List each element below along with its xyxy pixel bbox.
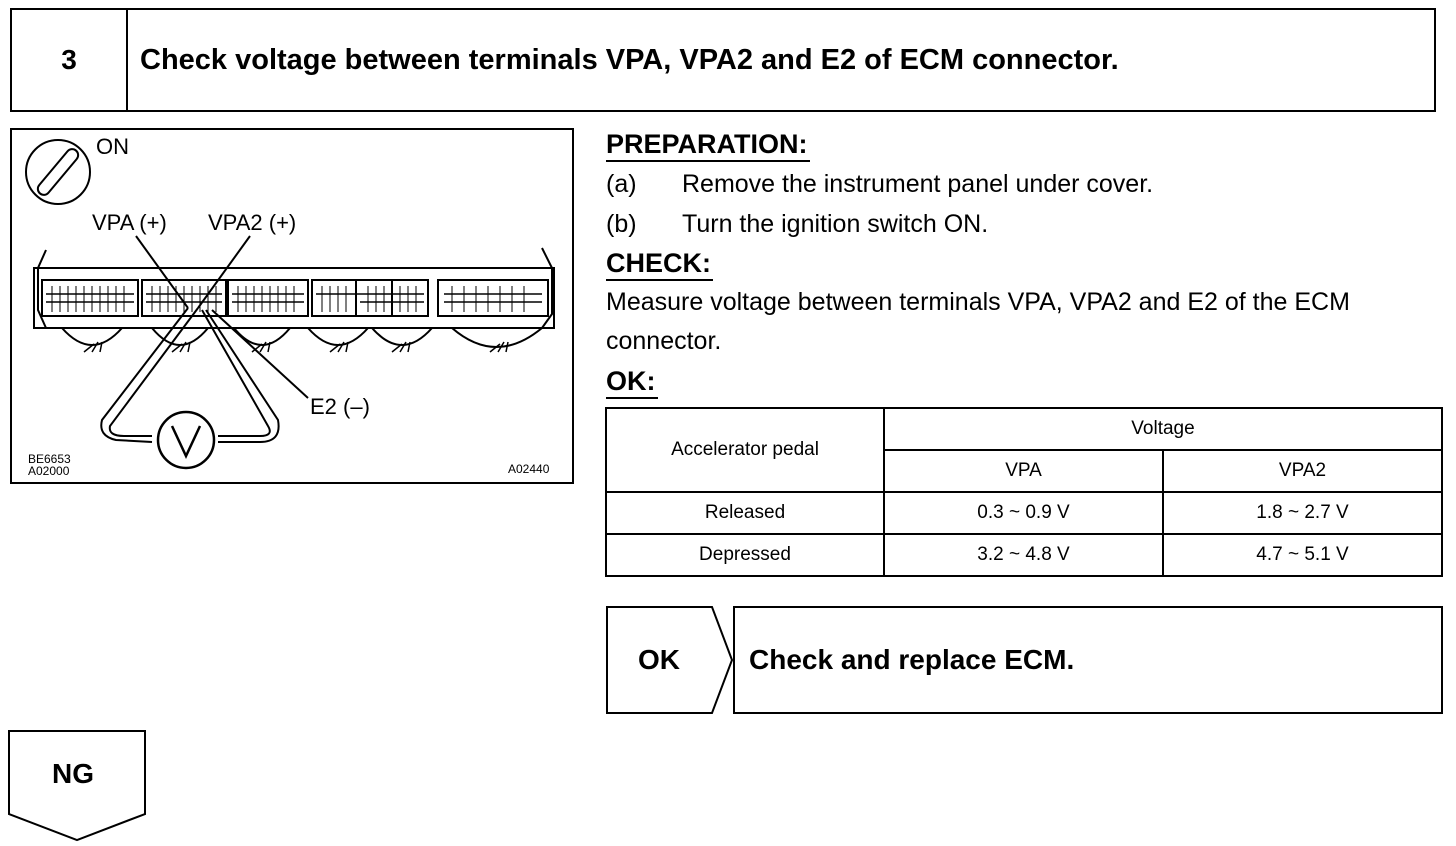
- column-header-vpa2: VPA2: [1162, 449, 1443, 493]
- table-row: Released 0.3 ~ 0.9 V 1.8 ~ 2.7 V: [605, 491, 1443, 535]
- vpa-value: 3.2 ~ 4.8 V: [883, 533, 1164, 577]
- preparation-step-b: (b) Turn the ignition switch ON.: [606, 208, 988, 240]
- pedal-state: Depressed: [605, 533, 885, 577]
- ecm-connector-illustration: ON VPA (+) VPA2 (+) E2 (–) BE6653 A02000…: [10, 128, 574, 484]
- voltmeter-icon: [156, 410, 216, 470]
- preparation-step-a: (a) Remove the instrument panel under cov…: [606, 168, 1153, 200]
- column-header-pedal: Accelerator pedal: [605, 407, 885, 493]
- step-header: 3 Check voltage between terminals VPA, V…: [10, 8, 1436, 112]
- vpa2-value: 1.8 ~ 2.7 V: [1162, 491, 1443, 535]
- pedal-state: Released: [605, 491, 885, 535]
- ng-result-arrow: NG: [8, 730, 148, 842]
- step-text: Remove the instrument panel under cover.: [682, 170, 1154, 198]
- table-row: Depressed 3.2 ~ 4.8 V 4.7 ~ 5.1 V: [605, 533, 1443, 577]
- figure-code-top: BE6653: [28, 452, 71, 466]
- ecm-connector: [33, 247, 555, 353]
- ng-result-label: NG: [52, 758, 94, 789]
- figure-code-bottom: A02000: [28, 464, 70, 478]
- ok-result-action: Check and replace ECM.: [733, 606, 1443, 714]
- ignition-key-icon: [25, 139, 91, 205]
- ok-heading: OK:: [606, 365, 658, 399]
- probe-leads: [100, 235, 309, 443]
- ok-result-arrow: OK: [606, 606, 734, 714]
- check-heading: CHECK:: [606, 247, 713, 281]
- step-text: Turn the ignition switch ON.: [682, 210, 989, 238]
- ok-result-label: OK: [638, 644, 680, 675]
- ignition-on-label: ON: [96, 134, 129, 159]
- figure-code: A02440: [508, 462, 550, 476]
- step-marker: (b): [606, 210, 637, 238]
- check-instruction: Measure voltage between terminals VPA, V…: [606, 288, 1350, 355]
- column-group-voltage: Voltage: [883, 407, 1443, 451]
- voltage-spec-table: Accelerator pedal Voltage VPA VPA2 Relea…: [605, 407, 1443, 577]
- step-marker: (a): [606, 170, 637, 198]
- preparation-heading: PREPARATION:: [606, 128, 810, 162]
- step-title: Check voltage between terminals VPA, VPA…: [140, 43, 1119, 76]
- right-arrow-shape: [606, 606, 734, 714]
- vpa2-terminal-label: VPA2 (+): [208, 210, 297, 235]
- connector-diagram: [25, 139, 555, 470]
- down-arrow-shape: [8, 730, 146, 842]
- e2-terminal-label: E2 (–): [310, 394, 370, 419]
- vpa-terminal-label: VPA (+): [92, 210, 167, 235]
- vpa-value: 0.3 ~ 0.9 V: [883, 491, 1164, 535]
- column-header-vpa: VPA: [883, 449, 1164, 493]
- step-number: 3: [12, 10, 128, 110]
- vpa2-value: 4.7 ~ 5.1 V: [1162, 533, 1443, 577]
